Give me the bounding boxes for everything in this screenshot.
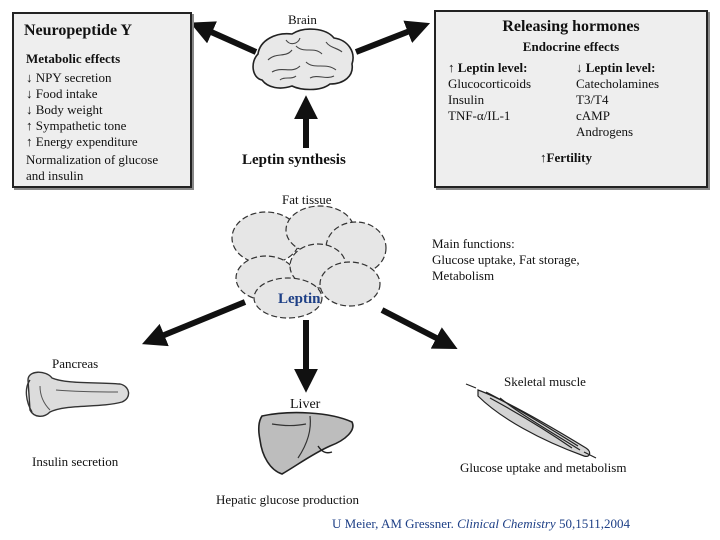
hormone-item: Androgens — [576, 124, 634, 139]
npy-box: Neuropeptide Y Metabolic effects ↓ NPY s… — [12, 12, 192, 188]
hormone-item: Insulin — [448, 92, 485, 107]
liver-caption: Hepatic glucose production — [216, 492, 359, 507]
brain-label: Brain — [288, 12, 317, 27]
muscle-icon — [465, 383, 597, 459]
arrow-brain-to-npy — [190, 21, 258, 55]
leptin-synthesis-label: Leptin synthesis — [242, 152, 346, 168]
liver-icon — [257, 411, 354, 475]
arrow-fat-to-muscle — [380, 307, 458, 349]
npy-effect-list: ↓ NPY secretion ↓ Food intake ↓ Body wei… — [26, 70, 138, 150]
leptin-increase-header: ↑ Leptin level: — [448, 60, 528, 75]
fat-tissue-label: Fat tissue — [282, 192, 332, 207]
releasing-subtitle: Endocrine effects — [522, 39, 620, 54]
releasing-hormones-box: Releasing hormones Endocrine effects ↑ L… — [434, 10, 708, 188]
leptin-increase-column: ↑ Leptin level: Glucocorticoids Insulin … — [448, 60, 531, 124]
npy-note-line2: and insulin — [26, 168, 84, 183]
citation-authors: U Meier, AM Gressner. — [332, 516, 454, 531]
hormone-item: T3/T4 — [576, 92, 609, 107]
npy-item: ↓ Food intake — [26, 86, 98, 101]
main-functions: Main functions: Glucose uptake, Fat stor… — [432, 236, 580, 284]
main-functions-line: Main functions: — [432, 236, 515, 251]
pancreas-caption: Insulin secretion — [32, 454, 119, 469]
muscle-label: Skeletal muscle — [504, 374, 586, 389]
brain-icon — [252, 28, 354, 91]
npy-item: ↓ NPY secretion — [26, 70, 112, 85]
hormone-item: Glucocorticoids — [448, 76, 532, 91]
leptin-decrease-header: ↓ Leptin level: — [576, 60, 656, 75]
arrow-brain-to-hormones — [354, 20, 431, 55]
hormone-item: cAMP — [576, 108, 610, 123]
npy-title: Neuropeptide Y — [24, 22, 132, 39]
citation: U Meier, AM Gressner. Clinical Chemistry… — [332, 516, 630, 532]
hormone-item: Catecholamines — [576, 76, 660, 91]
citation-ref: 50,1511,2004 — [558, 516, 630, 531]
main-functions-line: Glucose uptake, Fat storage, — [432, 252, 580, 267]
muscle-caption: Glucose uptake and metabolism — [460, 460, 627, 475]
npy-subtitle: Metabolic effects — [26, 51, 121, 66]
fertility-label: ↑Fertility — [540, 150, 592, 165]
pancreas-icon — [25, 371, 130, 417]
arrow-fat-to-pancreas — [142, 299, 247, 347]
main-functions-line: Metabolism — [432, 268, 495, 283]
leptin-center-label: Leptin — [278, 291, 321, 307]
npy-note-line1: Normalization of glucose — [26, 152, 159, 167]
liver-label: Liver — [290, 397, 321, 412]
pancreas-label: Pancreas — [52, 356, 99, 371]
fat-cells-icon — [231, 205, 387, 319]
hormone-item: TNF-α/IL-1 — [448, 108, 511, 123]
releasing-title: Releasing hormones — [502, 18, 640, 35]
leptin-decrease-column: ↓ Leptin level: Catecholamines T3/T4 cAM… — [576, 60, 659, 140]
npy-item: ↑ Sympathetic tone — [26, 118, 127, 133]
npy-item: ↓ Body weight — [26, 102, 103, 117]
npy-item: ↑ Energy expenditure — [26, 134, 138, 149]
citation-journal: Clinical Chemistry — [457, 516, 556, 531]
